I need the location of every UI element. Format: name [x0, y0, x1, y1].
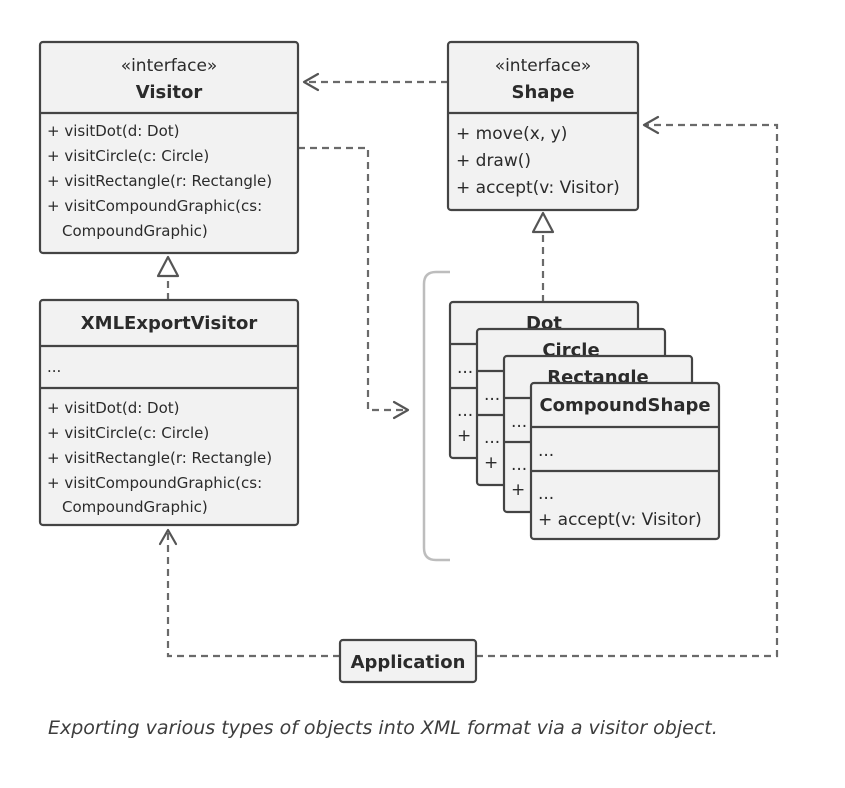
xml-export-visitor-method: + visitDot(d: Dot)	[47, 399, 180, 417]
shape-method: + accept(v: Visitor)	[456, 178, 620, 198]
circle-fields: ...	[484, 385, 500, 405]
concrete-shapes-stack: Dot ... ... + a Circle ... ... + a Recta…	[448, 300, 721, 541]
xml-export-visitor-fields: ...	[47, 358, 61, 376]
visitor-name: Visitor	[136, 82, 203, 103]
visitor-to-shapes-dependency-line	[298, 146, 404, 412]
shape-realization-triangle	[531, 211, 555, 234]
circle-methods: ...	[484, 428, 500, 448]
xml-export-visitor-name: XMLExportVisitor	[81, 313, 258, 334]
application-to-shape-line	[476, 123, 779, 658]
xml-export-visitor-box: XMLExportVisitor ... + visitDot(d: Dot) …	[38, 298, 300, 527]
visitor-pattern-diagram: «interface» Visitor + visitDot(d: Dot) +…	[38, 40, 779, 684]
rectangle-fields: ...	[511, 412, 527, 432]
shape-method: + draw()	[456, 151, 531, 171]
xml-export-visitor-method: + visitCompoundGraphic(cs:	[47, 474, 262, 492]
visitor-stereotype: «interface»	[121, 56, 218, 76]
xml-visitor-arrowhead	[158, 528, 178, 546]
shape-stereotype: «interface»	[495, 56, 592, 76]
visitor-method-continued: CompoundGraphic)	[62, 222, 208, 240]
application-box: Application	[338, 638, 478, 684]
shapes-group-bracket	[422, 270, 450, 562]
figure-caption: Exporting various types of objects into …	[48, 717, 718, 739]
dot-methods: ...	[457, 401, 473, 421]
shape-method: + move(x, y)	[456, 124, 567, 144]
visitor-method: + visitCircle(c: Circle)	[47, 147, 209, 165]
rectangle-methods: ...	[511, 455, 527, 475]
compound-shape-methods: ...	[538, 484, 554, 504]
visitor-method: + visitCompoundGraphic(cs:	[47, 197, 262, 215]
compound-shape-fields: ...	[538, 441, 554, 461]
shapes-dependency-arrowhead	[392, 400, 410, 420]
visitor-method: + visitDot(d: Dot)	[47, 122, 180, 140]
xml-export-visitor-method: + visitCircle(c: Circle)	[47, 424, 209, 442]
visitor-interface-box: «interface» Visitor + visitDot(d: Dot) +…	[38, 40, 300, 255]
shape-interface-box: «interface» Shape + move(x, y) + draw() …	[446, 40, 640, 212]
shape-arrowhead	[642, 115, 660, 135]
dot-fields: ...	[457, 358, 473, 378]
shape-name: Shape	[511, 82, 574, 103]
xml-export-visitor-method-continued: CompoundGraphic)	[62, 498, 208, 516]
visitor-realization-triangle	[156, 255, 180, 278]
application-to-visitor-line	[166, 530, 340, 658]
compound-shape-methods: + accept(v: Visitor)	[538, 510, 702, 530]
visitor-method: + visitRectangle(r: Rectangle)	[47, 172, 272, 190]
xml-export-visitor-method: + visitRectangle(r: Rectangle)	[47, 449, 272, 467]
compound-shape-class-box: CompoundShape ... ... + accept(v: Visito…	[529, 381, 721, 541]
connectors	[156, 72, 779, 658]
visitor-dependency-arrowhead	[302, 72, 320, 92]
compound-shape-name: CompoundShape	[539, 395, 710, 416]
application-name: Application	[351, 652, 466, 673]
